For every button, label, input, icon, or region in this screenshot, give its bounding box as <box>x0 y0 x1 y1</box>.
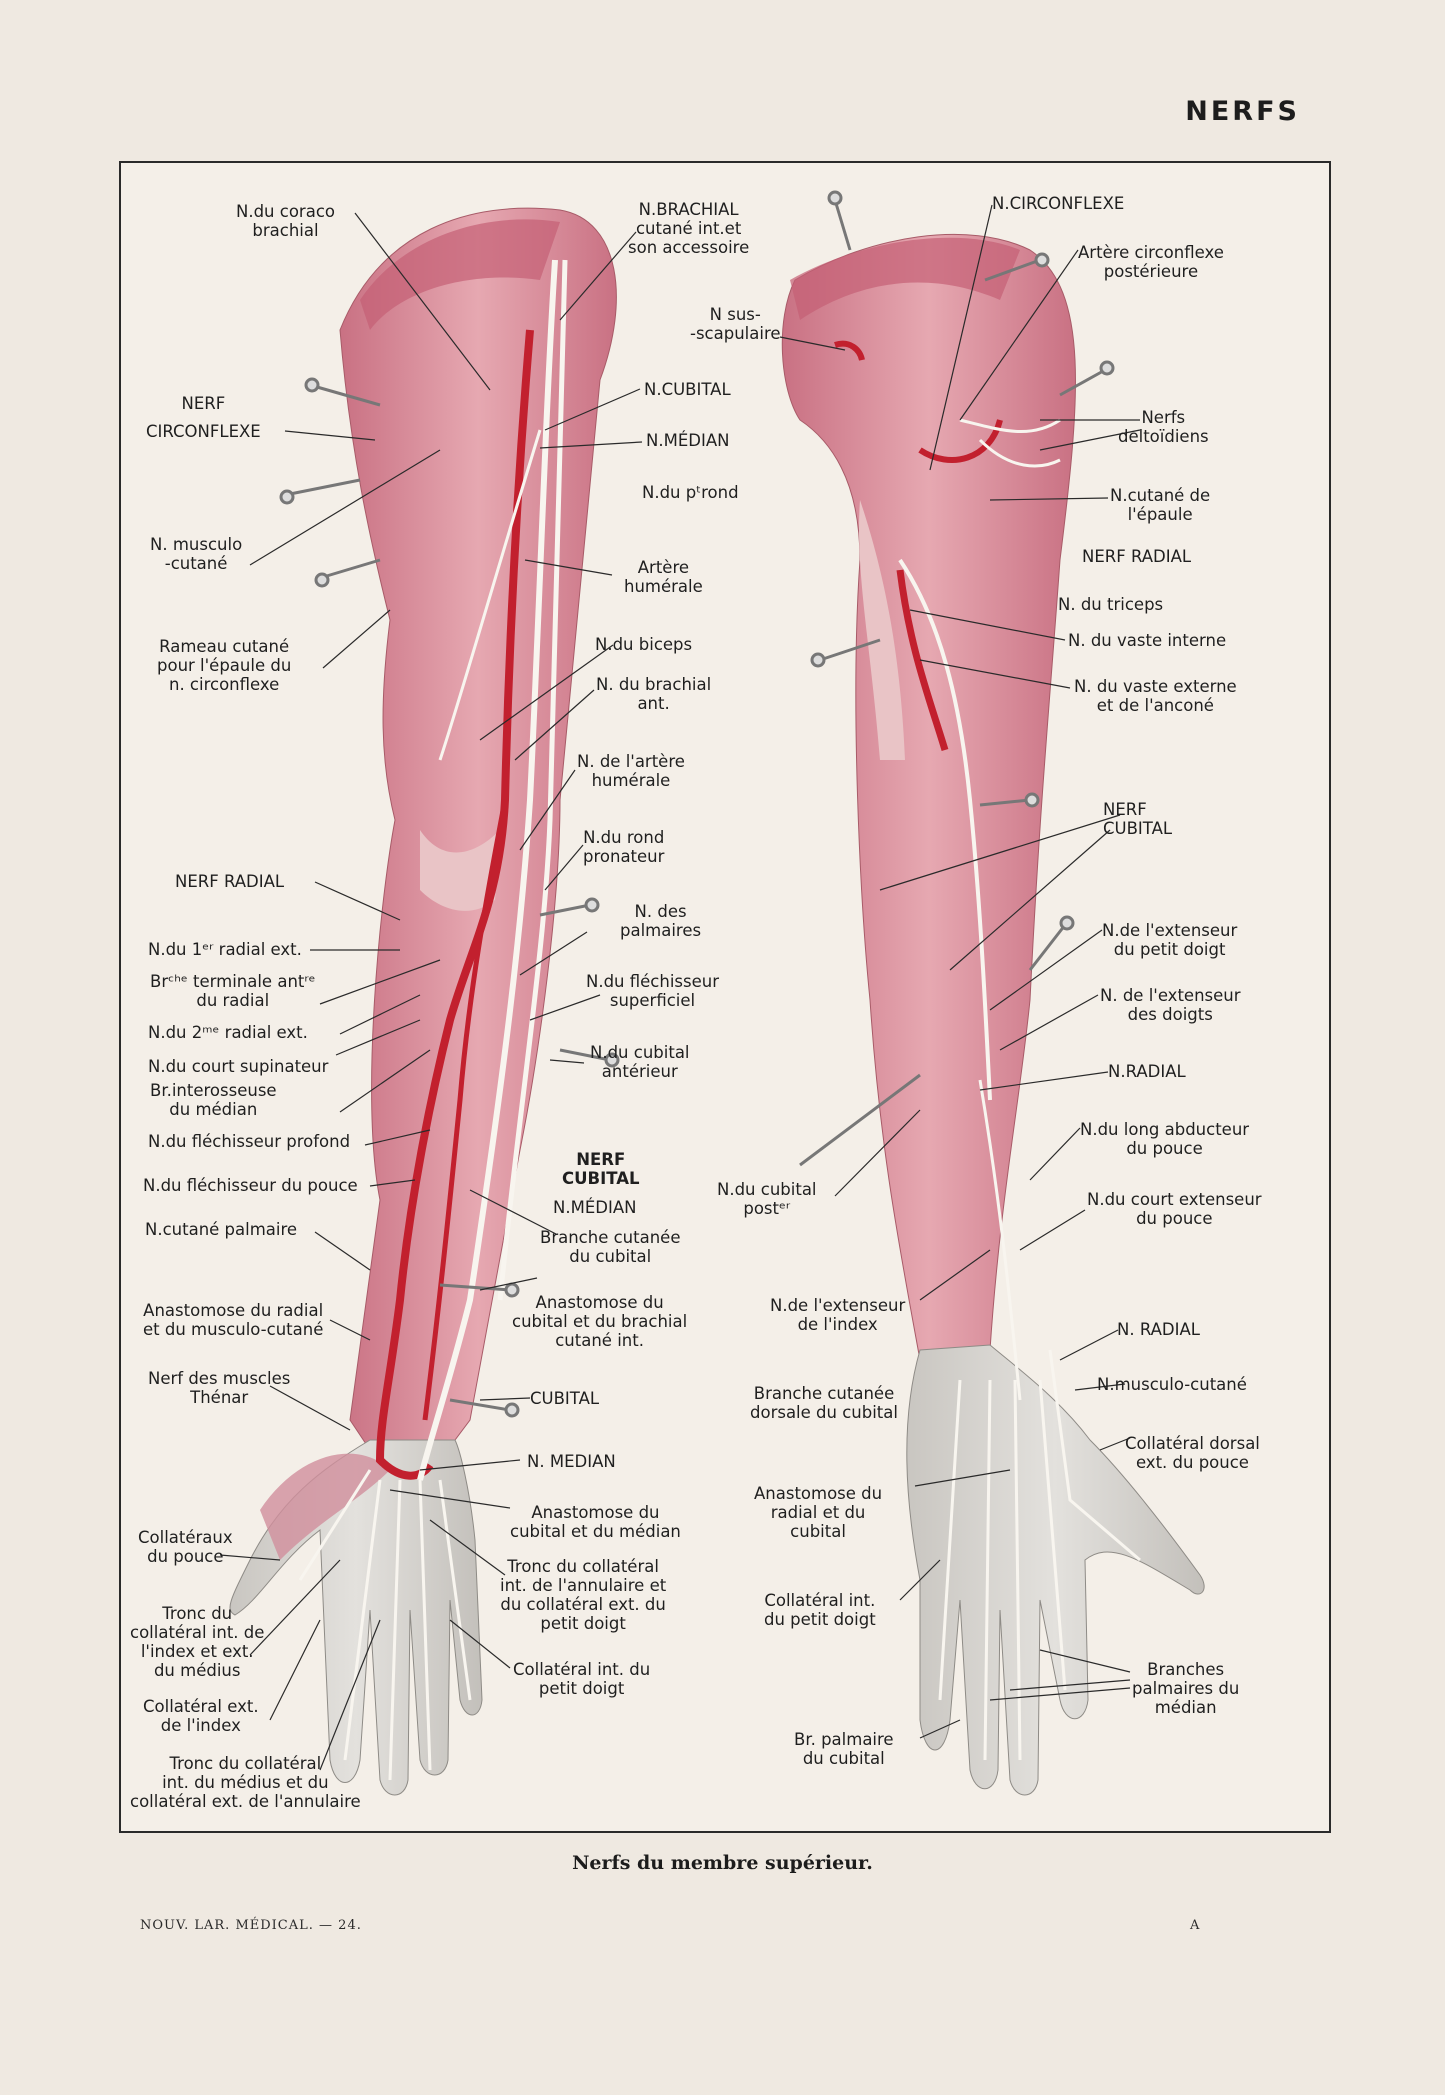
label-n-rond-pronateur: N.du rond pronateur <box>583 828 665 866</box>
label-n-median-hand: N. MEDIAN <box>527 1452 616 1471</box>
leader-lines <box>219 204 1141 1771</box>
footer-left: NOUV. LAR. MÉDICAL. — 24. <box>140 1918 362 1933</box>
label-nerf-circonflexe: NERF CIRCONFLEXE <box>146 394 261 441</box>
label-nerf-radial: NERF RADIAL <box>175 872 285 891</box>
label-cubital: CUBITAL <box>530 1389 600 1408</box>
label-n-cubital: N.CUBITAL <box>644 380 731 399</box>
label-n-median-forearm: N.MÉDIAN <box>553 1198 637 1217</box>
label-n-court-supinateur: N.du court supinateur <box>148 1057 329 1076</box>
label-n-extenseur-index: N.de l'extenseur de l'index <box>770 1296 906 1334</box>
label-br-palmaire-cubital: Br. palmaire du cubital <box>794 1730 894 1768</box>
label-n-sus-scapulaire: N sus- -scapulaire <box>690 305 781 343</box>
label-nerf-cubital-right: NERF CUBITAL <box>1103 800 1173 838</box>
label-nerf-cubital-left: NERF CUBITAL <box>562 1150 640 1188</box>
label-br-interosseuse: Br.interosseuse du médian <box>150 1081 277 1119</box>
label-n-triceps: N. du triceps <box>1058 595 1164 614</box>
label-n-2me-radial-ext: N.du 2ᵐᵉ radial ext. <box>148 1023 308 1042</box>
label-rameau-cutane: Rameau cutané pour l'épaule du n. circon… <box>157 637 292 694</box>
page-header-title: NERFS <box>1185 96 1300 127</box>
label-nerfs-deltoidiens: Nerfs deltoïdiens <box>1118 408 1209 446</box>
label-nerf-radial-right: NERF RADIAL <box>1082 547 1192 566</box>
label-branches-palmaires-median: Branches palmaires du médian <box>1132 1660 1240 1717</box>
figure-caption: Nerfs du membre supérieur. <box>572 1852 873 1874</box>
label-n-brachial-ant: N. du brachial ant. <box>596 675 712 713</box>
label-n-flechisseur-superficiel: N.du fléchisseur superficiel <box>586 972 720 1010</box>
label-n-extenseur-petit-doigt: N.de l'extenseur du petit doigt <box>1102 921 1238 959</box>
label-n-musculo-cutane: N. musculo -cutané <box>150 535 243 573</box>
label-n-coraco-brachial: N.du coraco brachial <box>236 202 335 240</box>
label-n-cutane-palmaire: N.cutané palmaire <box>145 1220 298 1239</box>
label-n-cubital-post: N.du cubital postᵉʳ <box>717 1180 817 1218</box>
label-collateral-dorsal-pouce: Collatéral dorsal ext. du pouce <box>1125 1434 1260 1472</box>
label-n-brachial-cutane: N.BRACHIAL cutané int.et son accessoire <box>628 200 750 257</box>
label-n-palmaires: N. des palmaires <box>620 902 702 940</box>
label-collateral-int-petit-doigt: Collatéral int. du petit doigt <box>513 1660 651 1698</box>
label-br-terminale-ant: Brᶜʰᵉ terminale antʳᵉ du radial <box>150 972 316 1010</box>
label-branche-cutanee-dorsale: Branche cutanée dorsale du cubital <box>750 1384 898 1422</box>
label-n-flechisseur-pouce: N.du fléchisseur du pouce <box>143 1176 358 1195</box>
label-n-long-abducteur: N.du long abducteur du pouce <box>1080 1120 1250 1158</box>
label-n-flechisseur-profond: N.du fléchisseur profond <box>148 1132 351 1151</box>
label-collateral-ext-index: Collatéral ext. de l'index <box>143 1697 259 1735</box>
label-n-cutane-epaule: N.cutané de l'épaule <box>1110 486 1211 524</box>
label-n-circonflexe-right: N.CIRCONFLEXE <box>992 194 1125 213</box>
label-n-artere-humerale: N. de l'artère humérale <box>577 752 685 790</box>
label-n-radial-wrist: N. RADIAL <box>1117 1320 1200 1339</box>
label-n-radial-forearm: N.RADIAL <box>1108 1062 1186 1081</box>
footer-right: A <box>1190 1918 1200 1933</box>
label-n-court-extenseur: N.du court extenseur du pouce <box>1087 1190 1262 1228</box>
label-artere-humerale: Artère humérale <box>624 558 703 596</box>
label-branche-cutanee-cubital: Branche cutanée du cubital <box>540 1228 681 1266</box>
anterior-arm <box>229 207 620 1796</box>
label-n-extenseur-doigts: N. de l'extenseur des doigts <box>1100 986 1241 1024</box>
label-tronc-collateral-medius: Tronc du collatéral int. du médius et du… <box>130 1754 361 1811</box>
label-n-pt-rond: N.du pᵗrond <box>642 483 739 502</box>
label-anastomose-radial-musculo: Anastomose du radial et du musculo-cutan… <box>143 1301 324 1339</box>
label-collateraux-pouce: Collatéraux du pouce <box>138 1528 233 1566</box>
label-artere-circonflexe: Artère circonflexe postérieure <box>1078 243 1224 281</box>
label-n-vaste-interne: N. du vaste interne <box>1068 631 1227 650</box>
label-n-cubital-anterieur: N.du cubital antérieur <box>590 1043 690 1081</box>
label-anastomose-cubital-brachial: Anastomose du cubital et du brachial cut… <box>512 1293 688 1350</box>
label-tronc-collateral-annulaire: Tronc du collatéral int. de l'annulaire … <box>500 1557 667 1633</box>
label-anastomose-cubital-median: Anastomose du cubital et du médian <box>510 1503 681 1541</box>
label-n-1er-radial-ext: N.du 1ᵉʳ radial ext. <box>148 940 302 959</box>
label-n-musculo-cutane-right: N.musculo-cutané <box>1097 1375 1247 1394</box>
label-nerf-muscles-thenar: Nerf des muscles Thénar <box>148 1369 291 1407</box>
label-tronc-collateral-index: Tronc du collatéral int. de l'index et e… <box>130 1604 265 1680</box>
label-n-median: N.MÉDIAN <box>646 431 730 450</box>
label-n-vaste-externe: N. du vaste externe et de l'anconé <box>1074 677 1237 715</box>
label-collateral-int-petit-doigt-right: Collatéral int. du petit doigt <box>764 1591 876 1629</box>
label-n-biceps: N.du biceps <box>595 635 693 654</box>
posterior-arm <box>781 190 1205 1796</box>
label-anastomose-radial-cubital: Anastomose du radial et du cubital <box>754 1484 883 1541</box>
